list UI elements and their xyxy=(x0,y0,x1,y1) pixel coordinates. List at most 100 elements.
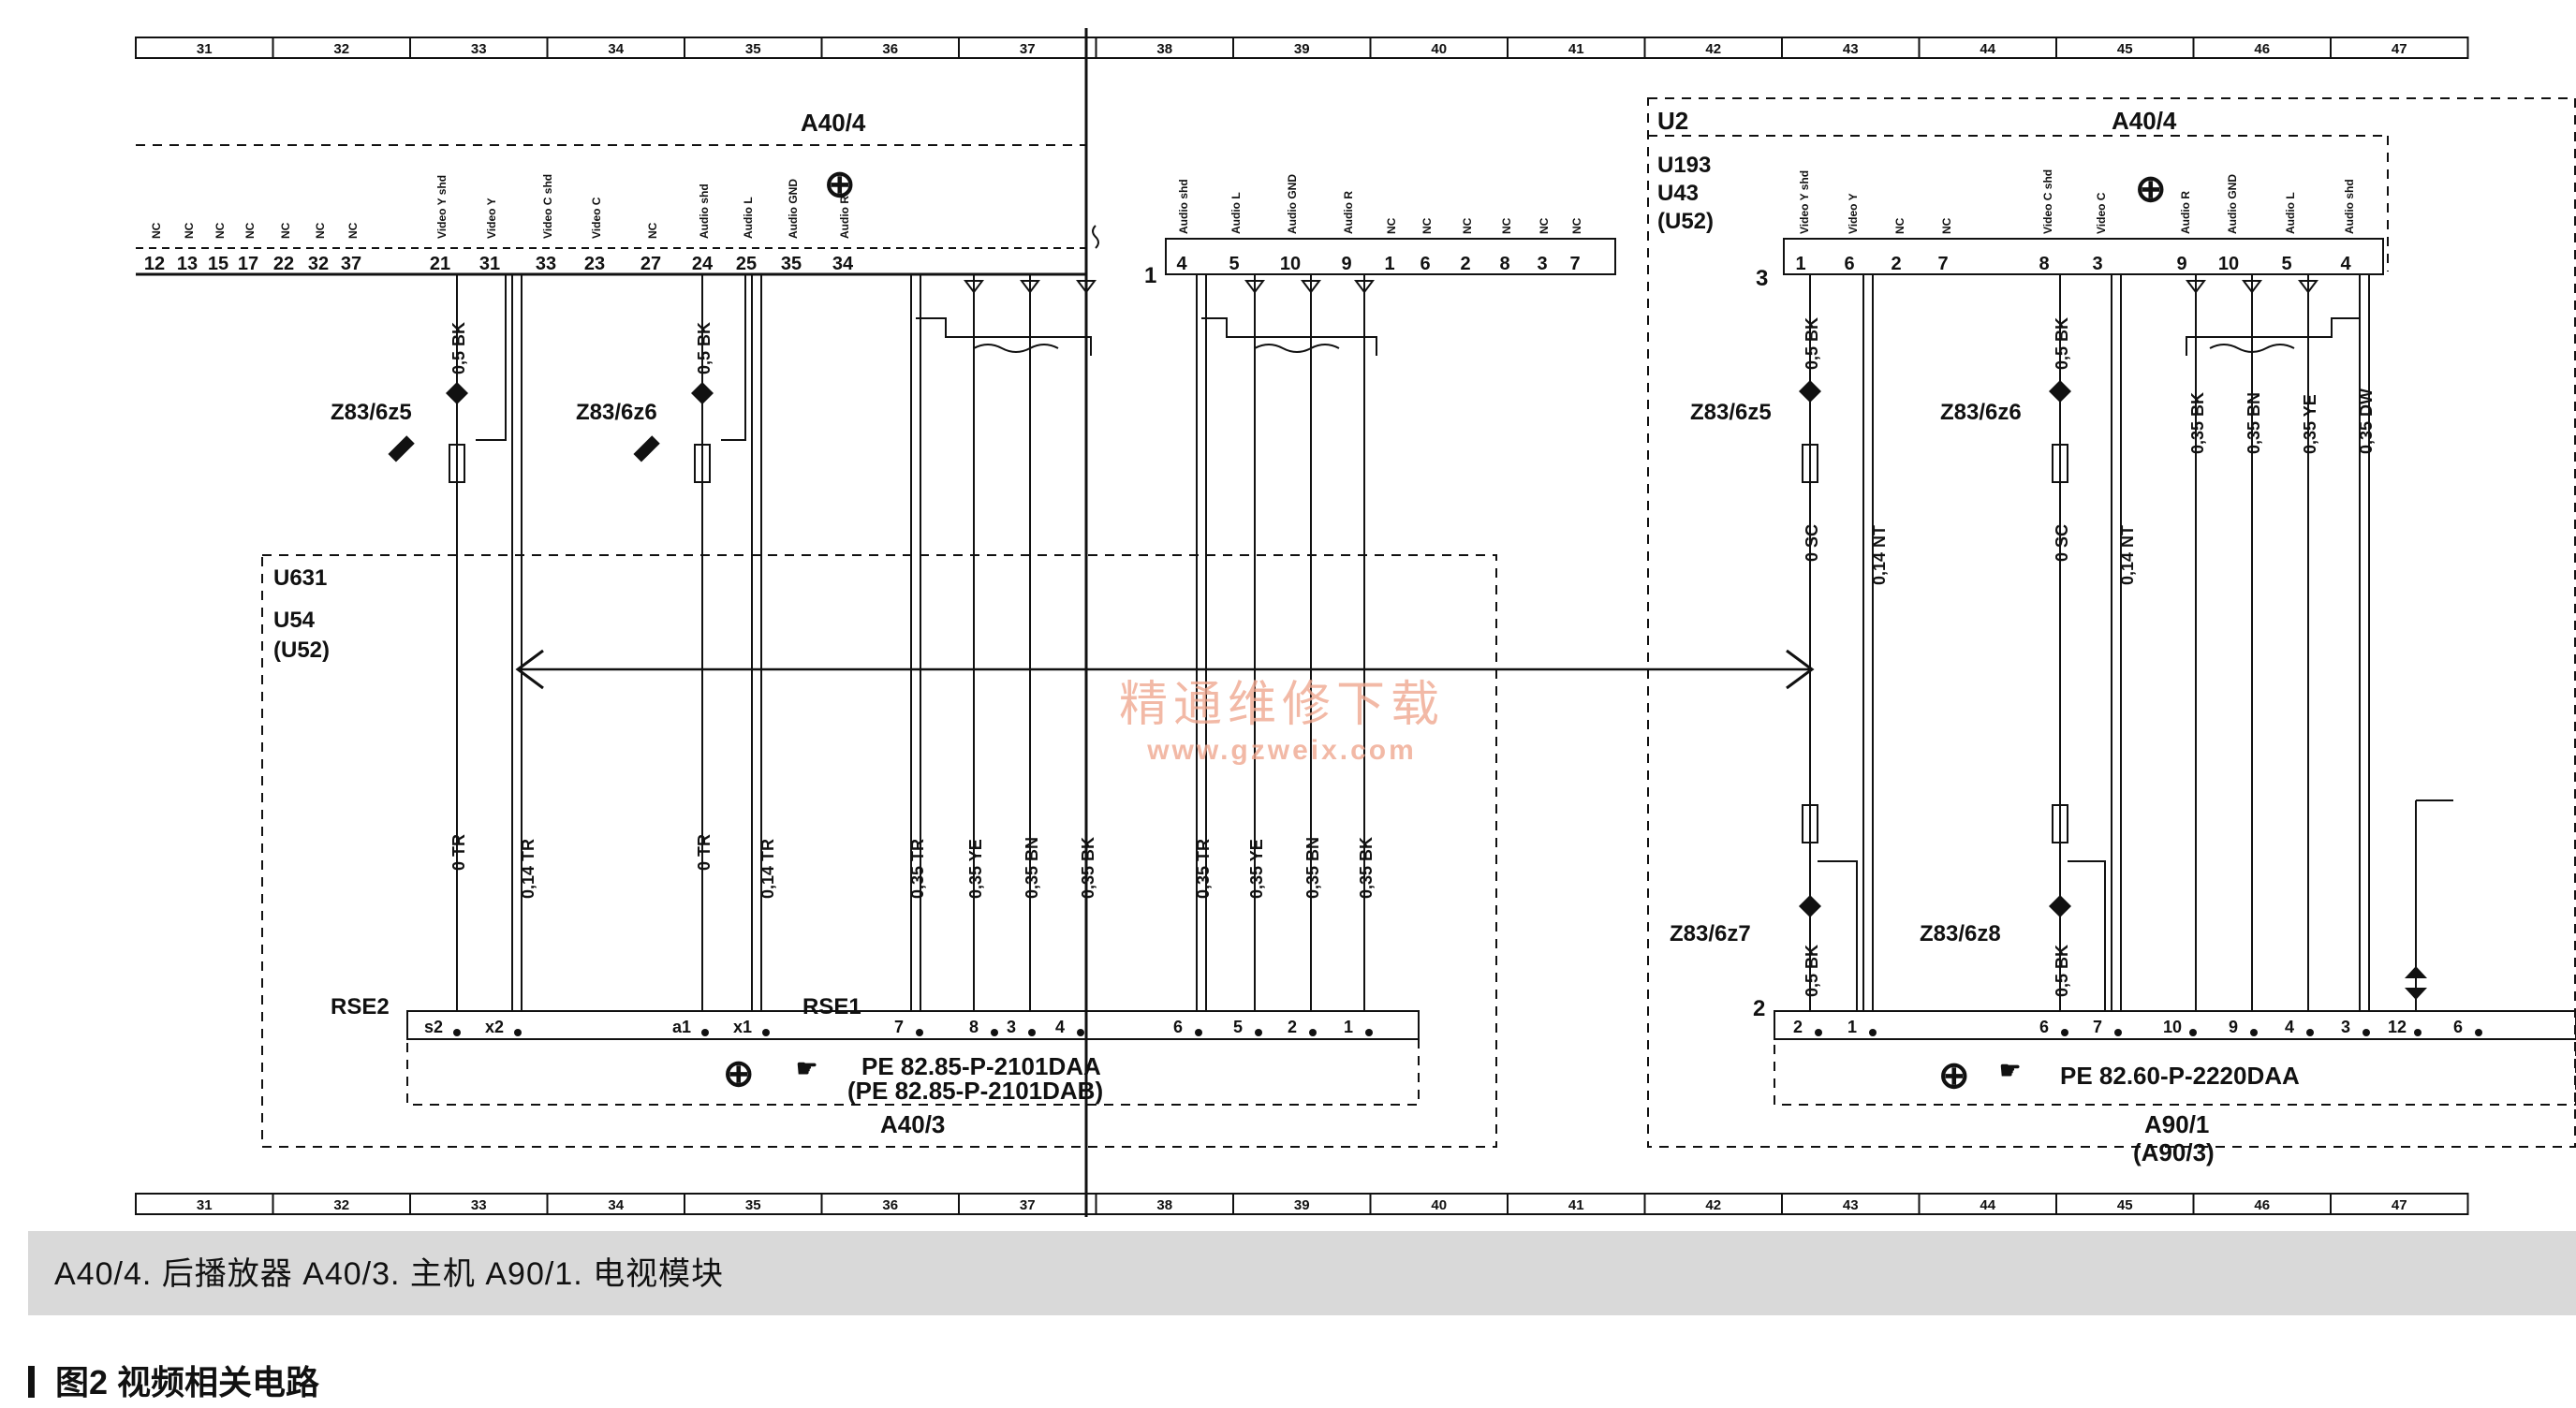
mid-pin-3: 3 xyxy=(1537,254,1547,274)
ruler-column-47: 47 xyxy=(2392,1197,2407,1213)
left-pin-12: 12 xyxy=(144,254,165,274)
mid-pin-label-1: NC xyxy=(1385,217,1398,234)
middle-connector-mark: 1 xyxy=(1144,263,1156,288)
pin-dot xyxy=(1365,1029,1373,1036)
left-pin-label-25: Audio L xyxy=(742,197,755,239)
u631-block: U631 U54 (U52) xyxy=(261,554,1497,1148)
wire-label-0-sc: 0 SC xyxy=(1803,524,1821,562)
left-pin-label-35: Audio GND xyxy=(787,179,800,239)
right-block-id-3: U43 xyxy=(1657,181,1699,206)
tv-pin-2: 2 xyxy=(1793,1018,1803,1036)
left-pin-23: 23 xyxy=(584,254,605,274)
pin-dot xyxy=(1028,1029,1036,1036)
mid-pin-6: 6 xyxy=(1420,254,1430,274)
ruler-column-44: 44 xyxy=(1980,41,1995,57)
splice-box xyxy=(449,444,465,483)
right-block-id-4: (U52) xyxy=(1657,209,1714,234)
tv-module-name: A90/1 xyxy=(2144,1110,2209,1138)
wire-label-0-5-bk: 0,5 BK xyxy=(449,322,468,374)
mid-pin-2: 2 xyxy=(1460,254,1470,274)
splice-label-2: Z83/6z6 xyxy=(576,400,657,425)
rse2-label: RSE2 xyxy=(331,994,390,1019)
left-pin-31: 31 xyxy=(479,254,500,274)
right-pin-8: 8 xyxy=(2039,254,2049,274)
splice-box xyxy=(2052,444,2068,483)
ground-arrow xyxy=(1076,280,1097,294)
shield-bracket xyxy=(916,317,1092,356)
left-pin-label-27: NC xyxy=(646,222,659,239)
right-pin-label-10: Audio GND xyxy=(2226,174,2239,234)
wire-label-0-sc: 0 SC xyxy=(2053,524,2071,562)
wire-label-0-tr: 0 TR xyxy=(449,834,468,871)
splice-marker xyxy=(633,435,660,462)
shield-wire xyxy=(476,274,507,441)
head-unit-pin-3: 3 xyxy=(1007,1018,1016,1036)
wrench-icon: ☛ xyxy=(1999,1056,2021,1084)
head-unit-part-1: PE 82.85-P-2101DAA xyxy=(861,1052,1101,1080)
right-pin-label-5: Audio L xyxy=(2284,192,2297,234)
head-unit-part-2: (PE 82.85-P-2101DAB) xyxy=(847,1077,1103,1105)
ruler-column-47: 47 xyxy=(2392,41,2407,57)
ruler-column-38: 38 xyxy=(1156,1197,1172,1213)
splice-label-4: Z83/6z8 xyxy=(1920,921,2001,946)
left-pin-label-12: NC xyxy=(150,222,163,239)
pin-dot xyxy=(2114,1029,2122,1036)
u631-id-2: U54 xyxy=(273,608,316,633)
splice-box xyxy=(694,444,711,483)
splice-label-2: Z83/6z6 xyxy=(1940,400,2022,425)
mid-pin-label-8: NC xyxy=(1500,217,1513,234)
ground-arrow xyxy=(2298,280,2318,294)
tv-pin-9: 9 xyxy=(2229,1018,2238,1036)
left-pin-34: 34 xyxy=(832,254,854,274)
double-arrow xyxy=(515,649,1815,690)
ground-arrow xyxy=(1244,280,1265,294)
pin-dot xyxy=(2475,1029,2482,1036)
left-pin-35: 35 xyxy=(781,254,802,274)
ruler-column-40: 40 xyxy=(1431,1197,1447,1213)
mid-pin-8: 8 xyxy=(1499,254,1509,274)
tv-module-part: PE 82.60-P-2220DAA xyxy=(2060,1062,2300,1090)
left-pin-32: 32 xyxy=(308,254,329,274)
mid-pin-label-4: Audio shd xyxy=(1177,179,1190,234)
connector-3: 3 xyxy=(1756,266,1768,291)
head-unit-pin-s2: s2 xyxy=(424,1018,443,1036)
wire-label-0-14-tr: 0,14 TR xyxy=(519,839,537,899)
left-pin-label-17: NC xyxy=(243,222,257,239)
splice-box xyxy=(2052,804,2068,843)
pin-dot xyxy=(2189,1029,2197,1036)
shield-wave xyxy=(1254,344,1340,353)
wire-label-mid-audio-0: 0,35 TR xyxy=(1194,839,1213,899)
left-rear-player-block: A40/4 12NC13NC15NC17NC22NC32NC37NC21Vide… xyxy=(136,109,1099,276)
wire-label-left-audio-0: 0,35 TR xyxy=(908,839,927,899)
tv-module-block: 2 ⊕ ☛ PE 82.60-P-2220DAA A90/1 (A90/3) 2… xyxy=(1753,799,2576,1166)
splice-box xyxy=(1802,804,1818,843)
wire-label-left-audio-1: 0,35 YE xyxy=(966,839,985,899)
ruler-column-36: 36 xyxy=(882,41,898,57)
ruler-column-40: 40 xyxy=(1431,41,1447,57)
left-pin-13: 13 xyxy=(177,254,198,274)
rse1-label: RSE1 xyxy=(802,994,861,1019)
right-pin-10: 10 xyxy=(2218,254,2239,274)
ruler-column-43: 43 xyxy=(1843,1197,1859,1213)
wire-label-mid-audio-1: 0,35 YE xyxy=(1247,839,1266,899)
tv-pin-12: 12 xyxy=(2388,1018,2407,1036)
splice-label-1: Z83/6z5 xyxy=(1690,400,1772,425)
splice-marker xyxy=(388,435,415,462)
wire-label-0-tr: 0 TR xyxy=(695,834,714,871)
shield-wire xyxy=(1818,860,1858,1011)
head-unit-pin-4: 4 xyxy=(1055,1018,1065,1036)
shield-bracket xyxy=(1201,317,1377,356)
left-pin-label-34: Audio R xyxy=(838,196,851,239)
head-unit-pin-x1: x1 xyxy=(733,1018,752,1036)
wire-label-left-audio-2: 0,35 BN xyxy=(1023,837,1041,899)
pin-dot xyxy=(2061,1029,2068,1036)
right-pin-label-7: NC xyxy=(1940,217,1953,234)
pin-dot xyxy=(762,1029,770,1036)
splice-marker xyxy=(446,382,468,404)
ruler-column-41: 41 xyxy=(1568,1197,1584,1213)
ruler-column-46: 46 xyxy=(2254,1197,2270,1213)
tv-pin-4: 4 xyxy=(2285,1018,2294,1036)
